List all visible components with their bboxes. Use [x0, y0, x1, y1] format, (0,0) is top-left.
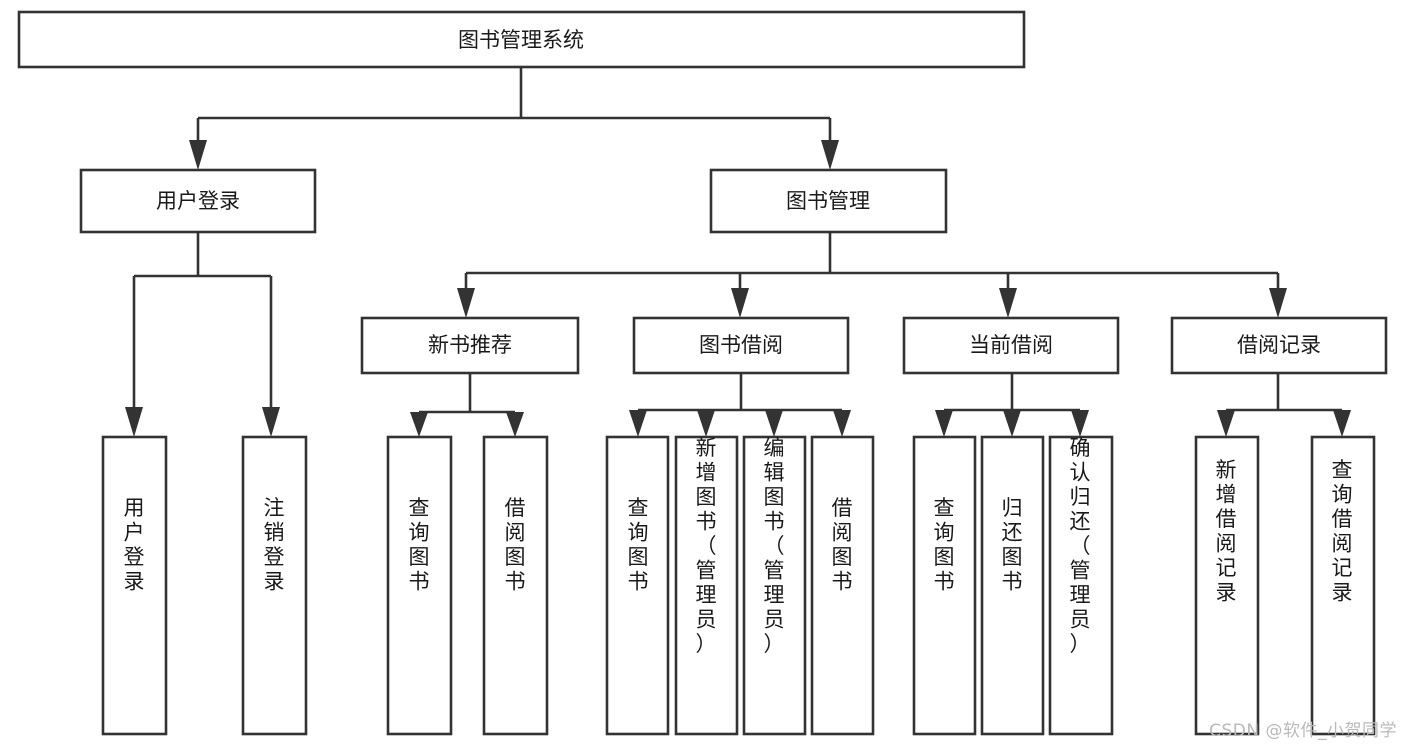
- node-current-borrow-label: 当前借阅: [969, 333, 1053, 357]
- node-borrow-record[interactable]: 借阅记录: [1170, 316, 1388, 375]
- node-leaf-confirm-return-label: 确认归还（管理员）: [1070, 436, 1091, 656]
- node-book-borrow[interactable]: 图书借阅: [632, 316, 850, 375]
- node-current-borrow[interactable]: 当前借阅: [902, 316, 1120, 375]
- arrowhead-leaf-user-login: [125, 407, 143, 437]
- node-book-borrow-label: 图书借阅: [699, 333, 783, 357]
- node-leaf-borrow-book-1-box[interactable]: [482, 435, 549, 736]
- node-leaf-query-book-3-label: 查询图书: [934, 496, 955, 594]
- arrowhead-borrow-record: [1269, 288, 1287, 318]
- arrowhead-leaf-query-book-2: [629, 410, 647, 437]
- node-leaf-edit-book-label: 编辑图书（管理员）: [764, 436, 785, 656]
- arrowhead-leaf-query-record: [1333, 410, 1351, 437]
- node-leaf-borrow-book-2-label: 借阅图书: [832, 496, 853, 594]
- arrowhead-leaf-borrow-book-1: [506, 412, 524, 437]
- arrowhead-leaf-borrow-book-2: [833, 410, 851, 437]
- node-new-book-recommend[interactable]: 新书推荐: [360, 316, 580, 375]
- node-book-management-label: 图书管理: [786, 189, 870, 213]
- node-leaf-query-record-label: 查询借阅记录: [1332, 458, 1353, 605]
- node-leaf-return-book-box[interactable]: [980, 435, 1045, 736]
- node-leaf-user-login-box[interactable]: [101, 435, 168, 736]
- arrowhead-leaf-return-book: [1003, 410, 1021, 437]
- node-leaf-borrow-book-1[interactable]: 借阅图书: [482, 435, 549, 736]
- arrowhead-leaf-query-book-1: [410, 412, 428, 437]
- node-root[interactable]: 图书管理系统: [17, 10, 1026, 69]
- node-borrow-record-label: 借阅记录: [1237, 333, 1321, 357]
- node-leaf-borrow-book-2[interactable]: 借阅图书: [810, 435, 875, 736]
- node-leaf-query-book-2-label: 查询图书: [628, 496, 649, 594]
- node-borrow-record-box[interactable]: [1170, 316, 1388, 375]
- arrowhead-leaf-add-book: [697, 410, 715, 437]
- node-leaf-query-book-2[interactable]: 查询图书: [605, 435, 670, 736]
- node-book-management[interactable]: 图书管理: [709, 168, 948, 234]
- node-leaf-confirm-return[interactable]: 确认归还（管理员）: [1048, 435, 1114, 736]
- node-book-management-box[interactable]: [709, 168, 948, 234]
- node-leaf-query-book-2-box[interactable]: [605, 435, 670, 736]
- arrowhead-leaf-logout-login: [262, 407, 280, 437]
- node-leaf-add-book[interactable]: 新增图书（管理员）: [674, 435, 739, 736]
- arrowhead-new-book-recommend: [457, 288, 475, 318]
- node-leaf-logout-login[interactable]: 注销登录: [241, 435, 308, 736]
- node-leaf-query-book-1-box[interactable]: [386, 435, 453, 736]
- node-user-login[interactable]: 用户登录: [79, 168, 317, 234]
- arrowhead-book-borrow: [731, 288, 749, 318]
- node-leaf-add-record-label: 新增借阅记录: [1216, 458, 1237, 605]
- node-new-book-recommend-box[interactable]: [360, 316, 580, 375]
- node-leaf-add-book-box[interactable]: [674, 435, 739, 736]
- node-leaf-add-record[interactable]: 新增借阅记录: [1194, 435, 1260, 736]
- node-leaf-edit-book[interactable]: 编辑图书（管理员）: [742, 435, 807, 736]
- arrowhead-leaf-add-record: [1217, 410, 1235, 437]
- node-leaf-query-record[interactable]: 查询借阅记录: [1310, 435, 1376, 736]
- arrowhead-user-login: [189, 140, 207, 170]
- arrowhead-leaf-query-book-3: [935, 410, 953, 437]
- node-leaf-confirm-return-box[interactable]: [1048, 435, 1114, 736]
- node-leaf-query-book-3-box[interactable]: [912, 435, 977, 736]
- node-user-login-box[interactable]: [79, 168, 317, 234]
- node-leaf-return-book-label: 归还图书: [1002, 496, 1023, 594]
- node-leaf-add-book-label: 新增图书（管理员）: [696, 436, 717, 656]
- connector-layer: [125, 67, 1351, 437]
- node-leaf-query-record-box[interactable]: [1310, 435, 1376, 736]
- node-root-label: 图书管理系统: [458, 28, 584, 52]
- arrowhead-book-management: [821, 140, 839, 170]
- node-leaf-user-login[interactable]: 用户登录: [101, 435, 168, 736]
- node-leaf-borrow-book-2-box[interactable]: [810, 435, 875, 736]
- node-leaf-query-book-3[interactable]: 查询图书: [912, 435, 977, 736]
- arrowhead-leaf-edit-book: [765, 410, 783, 437]
- node-leaf-query-book-1-label: 查询图书: [409, 496, 430, 594]
- node-new-book-recommend-label: 新书推荐: [428, 333, 512, 357]
- node-leaf-logout-login-label: 注销登录: [264, 496, 285, 594]
- node-user-login-label: 用户登录: [156, 189, 240, 213]
- node-root-box[interactable]: [17, 10, 1026, 69]
- node-leaf-user-login-label: 用户登录: [124, 496, 145, 594]
- node-current-borrow-box[interactable]: [902, 316, 1120, 375]
- node-leaf-query-book-1[interactable]: 查询图书: [386, 435, 453, 736]
- node-leaf-return-book[interactable]: 归还图书: [980, 435, 1045, 736]
- node-leaf-logout-login-box[interactable]: [241, 435, 308, 736]
- node-leaf-edit-book-box[interactable]: [742, 435, 807, 736]
- arrowhead-current-borrow: [999, 288, 1017, 318]
- node-book-borrow-box[interactable]: [632, 316, 850, 375]
- node-leaf-add-record-box[interactable]: [1194, 435, 1260, 736]
- node-leaf-borrow-book-1-label: 借阅图书: [505, 496, 526, 594]
- arrowhead-leaf-confirm-return: [1071, 410, 1089, 437]
